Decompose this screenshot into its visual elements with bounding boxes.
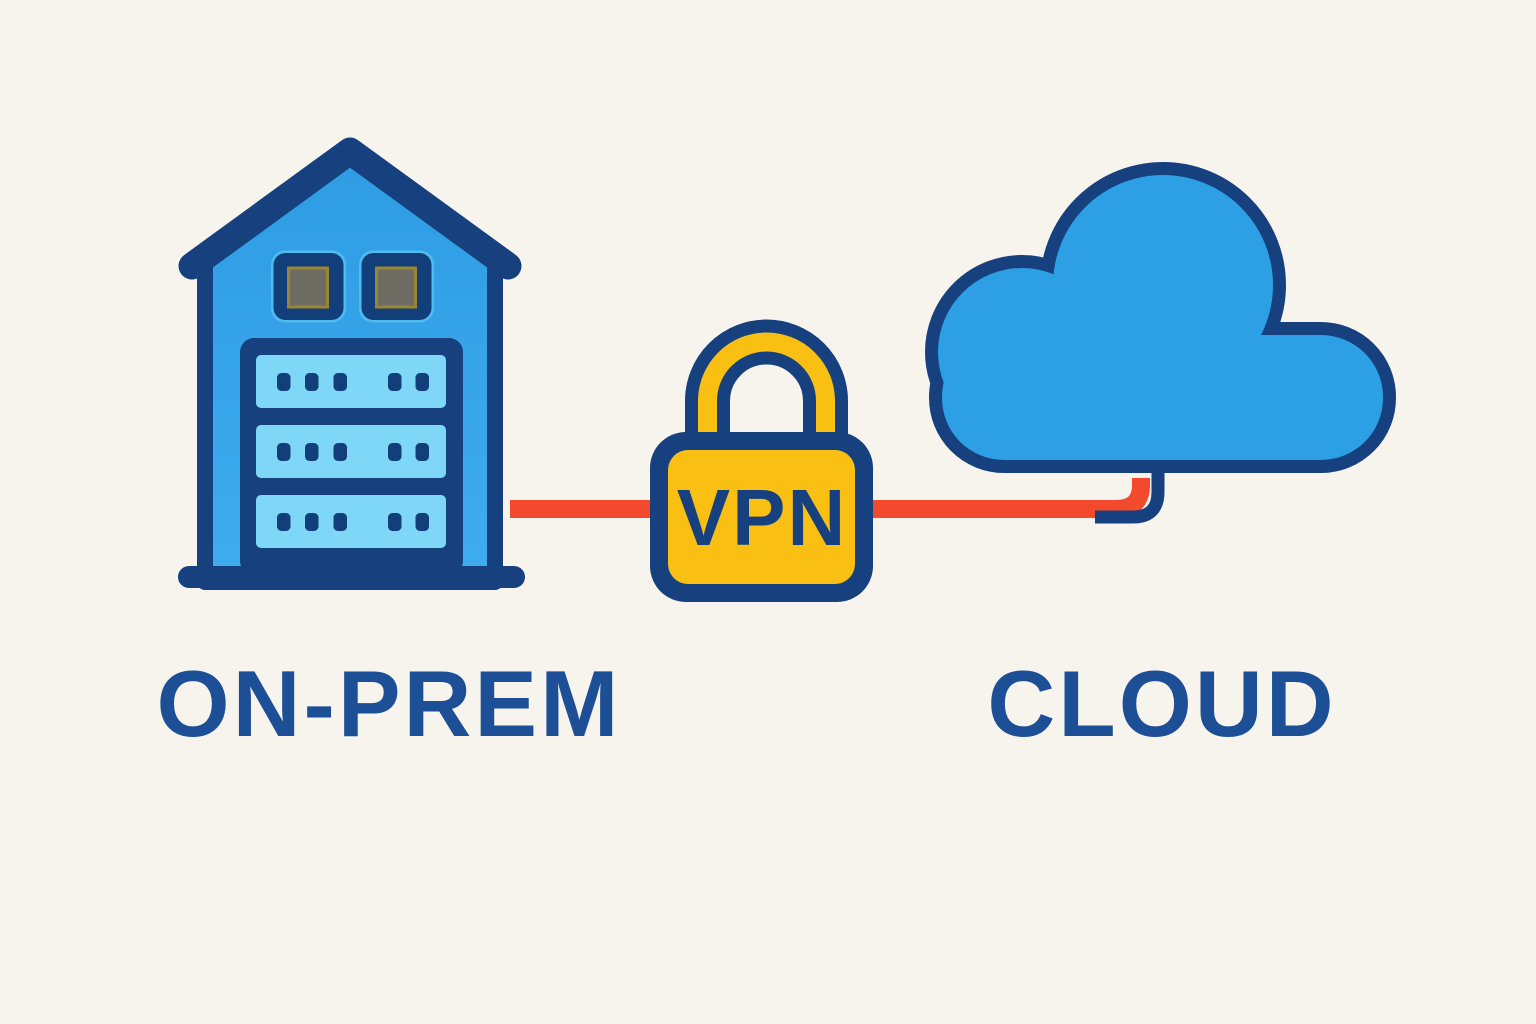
- cloud-icon: [925, 162, 1396, 473]
- padlock-body: [668, 450, 855, 584]
- server-port: [388, 513, 402, 531]
- server-port: [333, 373, 347, 391]
- vpn-label: VPN: [677, 473, 848, 562]
- on-prem-label: ON-PREM: [157, 651, 622, 756]
- server-port: [305, 513, 319, 531]
- padlock-icon: VPN: [650, 319, 873, 602]
- building-base: [178, 566, 525, 588]
- cloud-base: [942, 335, 1383, 460]
- server-port: [305, 443, 319, 461]
- server-row: [256, 425, 446, 478]
- server-row: [256, 495, 446, 548]
- padlock-shackle: [685, 319, 848, 446]
- server-port: [277, 373, 291, 391]
- server-port: [415, 513, 429, 531]
- shackle-band: [698, 332, 835, 446]
- server-row-panel: [256, 495, 446, 548]
- server-port: [333, 513, 347, 531]
- window-pane: [375, 266, 417, 309]
- server-port: [277, 513, 291, 531]
- server-row: [256, 355, 446, 408]
- window-icon: [271, 250, 346, 323]
- server-port: [415, 373, 429, 391]
- cloud-stem-connector: [1095, 452, 1165, 524]
- server-row-panel: [256, 425, 446, 478]
- vpn-tunnel-line-right: [872, 478, 1150, 518]
- window-icon: [359, 250, 434, 323]
- server-port: [277, 443, 291, 461]
- on-prem-building-icon: [178, 137, 525, 590]
- roof: [178, 137, 522, 280]
- server-port: [388, 373, 402, 391]
- cloud-label: CLOUD: [987, 651, 1336, 756]
- server-port: [415, 443, 429, 461]
- server-row-panel: [256, 355, 446, 408]
- server-port: [388, 443, 402, 461]
- server-port: [305, 373, 319, 391]
- server-port: [333, 443, 347, 461]
- window-pane: [287, 266, 329, 309]
- server-rack-icon: [240, 338, 463, 575]
